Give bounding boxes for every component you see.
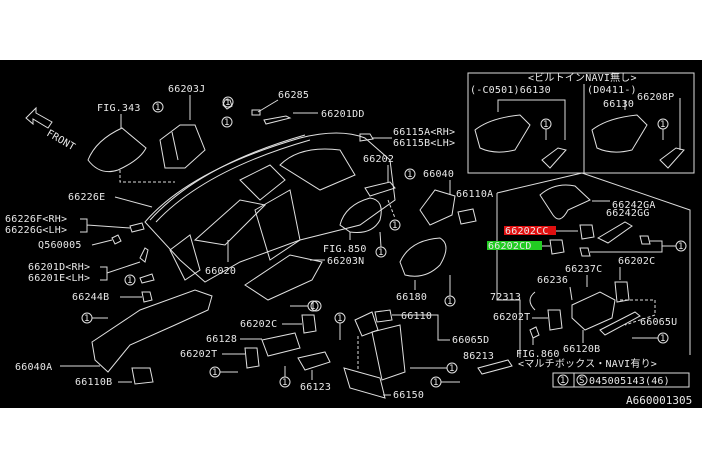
label-72313[interactable]: 72313 [490,292,521,303]
label-66180[interactable]: 66180 [396,292,427,303]
svg-text:1: 1 [212,368,217,378]
label-66065U[interactable]: 66065U [640,317,677,328]
lower-left-group: 1 66040A 66110B [15,289,213,388]
label-66203N[interactable]: 66203N [327,256,364,267]
svg-text:1: 1 [543,120,548,130]
label-66208P[interactable]: 66208P [637,92,674,103]
label-66202C-right[interactable]: 66202C [618,256,655,267]
svg-text:1: 1 [310,302,315,312]
label-66120B[interactable]: 66120B [563,344,600,355]
svg-text:1: 1 [378,248,383,258]
label-66202CC[interactable]: 66202CC [505,226,549,237]
label-66202CD[interactable]: 66202CD [488,241,532,252]
label-66226F[interactable]: 66226F<RH> [5,214,67,225]
inset-navi-left-label[interactable]: (-C0501)66130 [470,85,551,96]
svg-text:1: 1 [84,314,89,324]
svg-text:1: 1 [449,364,454,374]
part-66180-shape [399,237,447,277]
svg-text:1: 1 [447,297,452,307]
parts-diagram: FRONT FIG.343 66203J 1 1 66285 1 66201DD… [0,60,702,408]
label-66020[interactable]: 66020 [205,266,236,277]
label-66236[interactable]: 66236 [537,275,568,286]
left-center-group: 66202C 66128 66202T 1 1 66123 [180,300,331,393]
part-66040-shape [419,189,456,226]
part-66120B-shape [571,291,616,331]
label-66040A[interactable]: 66040A [15,362,52,373]
svg-text:1: 1 [660,120,665,130]
label-66201D[interactable]: 66201D<RH> [28,262,90,273]
label-66237C[interactable]: 66237C [565,264,602,275]
inset-navi-right-label: (D0411-) [587,85,637,96]
part-66040A-shape [91,289,213,373]
diagram-svg: FRONT FIG.343 66203J 1 1 66285 1 66201DD… [5,71,695,407]
label-66226E[interactable]: 66226E [68,192,105,203]
label-66244B[interactable]: 66244B [72,292,109,303]
svg-text:1: 1 [433,378,438,388]
center-console-group: 66110 66065D 86213 1 1 1 66150 [334,309,513,401]
label-66110[interactable]: 66110 [401,311,432,322]
svg-text:1: 1 [337,314,342,324]
svg-text:1: 1 [392,221,397,231]
svg-text:1: 1 [282,378,287,388]
part-fig343-shape [87,127,147,173]
inset-navi-title: <ビルトインNAVI無し> [528,71,637,84]
svg-text:1: 1 [225,98,230,108]
svg-text:1: 1 [678,242,683,252]
svg-text:1: 1 [407,170,412,180]
label-66110B[interactable]: 66110B [75,377,112,388]
label-66242GG[interactable]: 66242GG [606,208,650,219]
label-66130-right[interactable]: 66130 [603,99,634,110]
part-66065D-shape [371,324,406,381]
label-66203J[interactable]: 66203J [168,84,205,95]
part-66020-dashboard [144,132,396,283]
label-66202T-right[interactable]: 66202T [493,312,530,323]
svg-text:1: 1 [127,276,132,286]
front-label: FRONT [45,128,77,153]
label-66285[interactable]: 66285 [278,90,309,101]
svg-text:1: 1 [660,334,665,344]
legend-part-number[interactable]: 045005143(46) [589,376,670,387]
label-66201E[interactable]: 66201E<LH> [28,273,90,284]
label-66201DD[interactable]: 66201DD [321,109,365,120]
part-fig850-shape [339,197,382,233]
svg-text:1: 1 [155,103,160,113]
part-66203N-shape [244,254,323,301]
multibox-note: <マルチボックス・NAVI有り> [518,357,657,370]
legend-box: 1 S 045005143(46) [552,372,690,388]
label-66115A[interactable]: 66115A<RH> [393,127,455,138]
label-66115B[interactable]: 66115B<LH> [393,138,455,149]
label-66226G[interactable]: 66226G<LH> [5,225,67,236]
label-66150[interactable]: 66150 [393,390,424,401]
label-66202[interactable]: 66202 [363,154,394,165]
label-fig850[interactable]: FIG.850 [323,244,367,255]
doc-code: A660001305 [626,394,692,407]
highlight-66202CC [504,226,556,235]
label-66123[interactable]: 66123 [300,382,331,393]
multibox-navi-section: 66242GA 66242GG 66202CC 66202CD 1 66237C… [487,172,691,370]
label-fig343[interactable]: FIG.343 [97,103,141,114]
label-86213[interactable]: 86213 [463,351,494,362]
label-66202C-mid[interactable]: 66202C [240,319,277,330]
legend-ref: 1 [560,376,565,386]
label-66202T-mid[interactable]: 66202T [180,349,217,360]
label-66128[interactable]: 66128 [206,334,237,345]
label-66065D[interactable]: 66065D [452,335,489,346]
inset-navi-box: <ビルトインNAVI無し> (-C0501)66130 (D0411-) 662… [467,71,695,174]
part-66203J-shape [159,124,206,169]
label-fig860[interactable]: FIG.860 [516,349,560,360]
legend-s-mark: S [579,376,584,386]
label-66242GA[interactable]: 66242GA [612,200,656,211]
label-Q560005[interactable]: Q560005 [38,240,82,251]
front-arrow-icon [25,106,53,129]
part-66123-shape [297,351,331,371]
label-66110A[interactable]: 66110A [456,189,493,200]
label-66040[interactable]: 66040 [423,169,454,180]
highlight-66202CD [487,241,542,250]
svg-text:1: 1 [224,118,229,128]
